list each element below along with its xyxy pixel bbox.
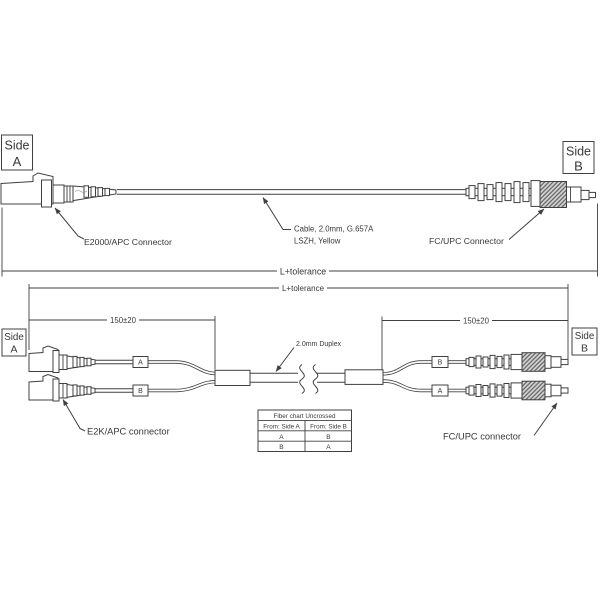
bottom-duplex-diagram: L+tolerance 150±20 150±20 Side A Side B (1, 284, 598, 452)
length-dimension-label-bottom: L+tolerance (282, 284, 325, 293)
fc-connector-callout-bottom: FC/UPC connector (443, 402, 558, 442)
breakout-dimension-right: 150±20 (381, 316, 568, 370)
fc-connector-drawing-top (465, 180, 596, 208)
e2k-connector-label: E2K/APC connector (87, 427, 170, 437)
fiber-chart-cell-r2b: A (326, 444, 331, 451)
furcation-block-right (344, 369, 384, 385)
simplex-cable-drawing (117, 189, 466, 195)
side-a-label-bottom-line2: A (10, 344, 17, 356)
length-dimension-bottom: L+tolerance (28, 284, 569, 359)
fc-connector-callout-top: FC/UPC Connector (429, 208, 545, 246)
fc-connector-bottom-drawing (465, 380, 569, 401)
side-b-label-top-line2: B (574, 159, 583, 174)
cable-spec-callout: Cable, 2.0mm, G.657A LSZH, Yellow (262, 197, 374, 246)
e2k-connector-callout: E2K/APC connector (62, 399, 170, 437)
top-simplex-diagram: Side A Side B (0, 134, 598, 277)
fc-connector-label-bottom: FC/UPC connector (443, 432, 521, 442)
side-a-label-top-line1: Side (4, 139, 29, 153)
fiber-label-side-a-bottom: B (138, 388, 143, 395)
fiber-chart-cell-r1a: A (279, 434, 284, 441)
side-a-label-bottom-line1: Side (4, 332, 24, 343)
cable-spec-line2: LSZH, Yellow (294, 237, 341, 246)
fiber-label-side-b-top: B (438, 360, 443, 367)
fiber-chart-title: Fiber chart Uncrossed (274, 413, 336, 420)
furcation-block-left (214, 369, 251, 386)
duplex-cable-callout: 2.0mm Duplex (275, 341, 342, 372)
fiber-chart-cell-r1b: B (326, 434, 331, 441)
breakout-y-left (148, 360, 222, 393)
breakout-y-right (377, 360, 466, 393)
fiber-label-box-b-top (431, 356, 449, 368)
e2000-connector-drawing (0, 172, 117, 208)
fc-knurled-nut (539, 181, 567, 208)
length-dimension-top: L+tolerance (1, 203, 598, 277)
cable-spec-line1: Cable, 2.0mm, G.657A (294, 225, 374, 234)
side-b-box-top: Side B (562, 141, 595, 174)
side-b-box-bottom: Side B (571, 327, 598, 356)
side-a-label-top-line2: A (13, 154, 22, 169)
e2k-connector-top-drawing (28, 345, 149, 373)
fiber-label-side-a-top: A (138, 360, 143, 367)
e2000-connector-label: E2000/APC Connector (84, 237, 172, 247)
cable-break-symbol-right (312, 364, 319, 394)
breakout-dimension-left-label: 150±20 (110, 316, 137, 325)
breakout-dimension-left: 150±20 (29, 316, 216, 370)
e2k-connector-bottom-drawing (28, 374, 149, 402)
fiber-chart-table: Fiber chart Uncrossed From: Side A From:… (257, 409, 352, 452)
duplex-cable-label: 2.0mm Duplex (296, 341, 342, 348)
length-dimension-label-top: L+tolerance (280, 266, 326, 276)
e2000-connector-callout: E2000/APC Connector (54, 207, 172, 247)
fc-connector-label-top: FC/UPC Connector (429, 236, 504, 246)
side-b-label-bottom-line2: B (581, 343, 588, 355)
side-b-label-bottom-line1: Side (575, 331, 595, 342)
cable-break-symbol-left (299, 364, 305, 394)
side-a-box-bottom: Side A (1, 328, 27, 357)
side-b-label-top-line1: Side (566, 145, 591, 159)
breakout-dimension-right-label: 150±20 (463, 316, 490, 325)
fc-connector-top-drawing (465, 352, 569, 372)
fiber-label-box-b-bottom (431, 384, 449, 397)
side-a-box-top: Side A (1, 134, 33, 171)
fiber-chart-cell-r2a: B (279, 444, 284, 451)
fiber-chart-col-b: From: Side B (310, 423, 347, 430)
fiber-label-side-b-bottom: A (438, 388, 443, 395)
fiber-chart-col-a: From: Side A (263, 423, 300, 430)
duplex-cable-drawing (250, 364, 345, 394)
